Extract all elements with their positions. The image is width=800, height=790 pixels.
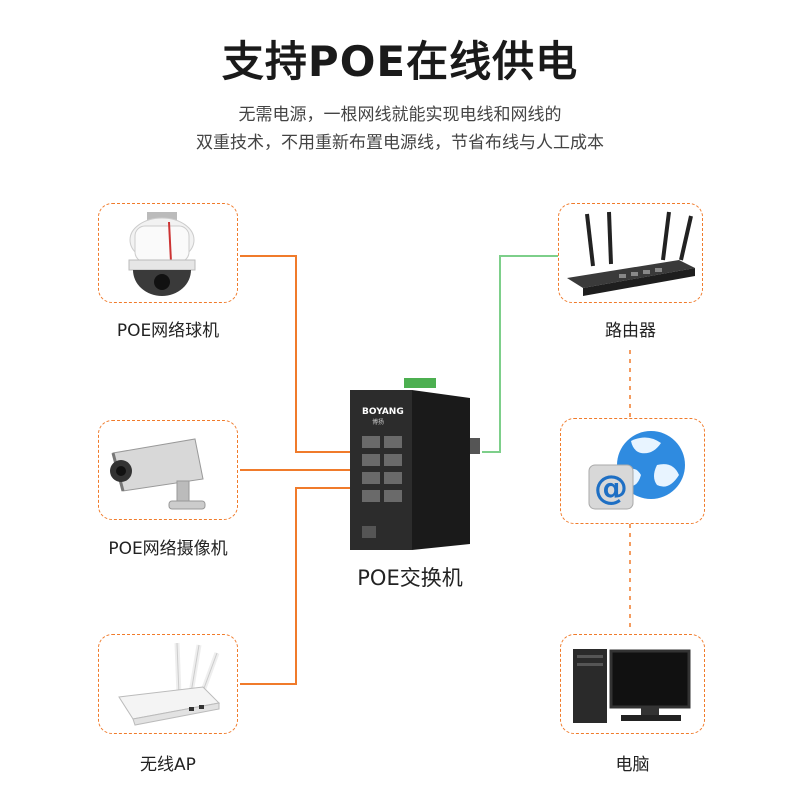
- link-router: [482, 255, 558, 453]
- poe-switch-icon: BOYANG 博扬: [350, 378, 480, 550]
- page-title: 支持POE在线供电: [221, 37, 579, 86]
- router-card: [558, 203, 703, 303]
- router-label: 路由器: [605, 321, 656, 341]
- link-wireless-ap: [240, 487, 358, 685]
- poe-switch-label: POE交换机: [357, 566, 463, 590]
- switch-brand-sub-text: 博扬: [372, 418, 384, 426]
- wireless-ap-card: [98, 634, 238, 734]
- dome-camera-card: [98, 203, 238, 303]
- wireless-ap-icon: [118, 642, 221, 726]
- wireless-ap-label: 无线AP: [140, 755, 196, 775]
- bullet-camera-card: [98, 420, 238, 520]
- link-dome-camera: [240, 255, 358, 453]
- router-icon: [567, 211, 695, 296]
- computer-label: 电脑: [615, 755, 650, 775]
- subtitle-line-2: 双重技术，不用重新布置电源线，节省布线与人工成本: [196, 133, 604, 153]
- internet-globe-icon: @: [588, 431, 685, 510]
- bullet-camera-label: POE网络摄像机: [108, 539, 228, 559]
- subtitle-line-1: 无需电源，一根网线就能实现电线和网线的: [238, 105, 562, 125]
- computer-card: [560, 634, 705, 734]
- switch-brand-text: BOYANG: [362, 407, 404, 417]
- svg-text:@: @: [594, 468, 628, 508]
- computer-icon: [573, 649, 691, 723]
- internet-card: @: [560, 418, 705, 524]
- bullet-camera-icon: [110, 438, 206, 510]
- dome-camera-icon: [128, 212, 196, 296]
- dome-camera-label: POE网络球机: [116, 321, 220, 341]
